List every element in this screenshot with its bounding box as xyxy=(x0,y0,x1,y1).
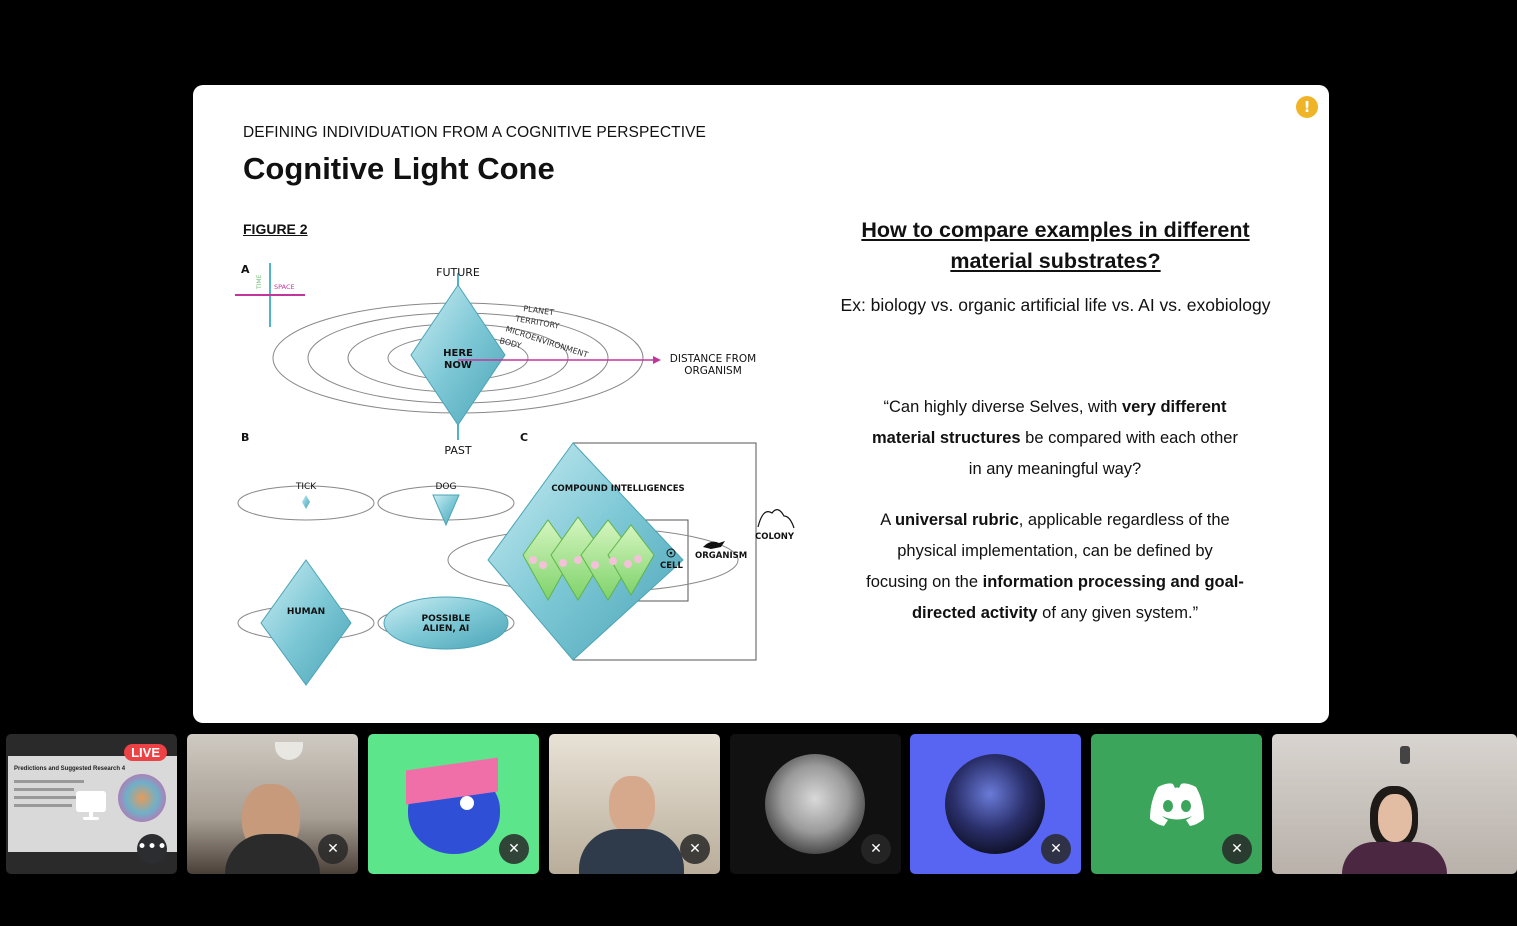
participant-avatar xyxy=(945,754,1045,854)
past-label: PAST xyxy=(444,444,471,457)
mute-icon: ✕ xyxy=(1222,834,1252,864)
distance-label-2: ORGANISM xyxy=(684,365,742,377)
slide-right-column: How to compare examples in different mat… xyxy=(803,85,1308,723)
light-cone-figure: A TIME SPACE PLANET TERRITORY MICROENVIR… xyxy=(235,263,795,686)
colony-label: COLONY xyxy=(755,532,795,542)
shared-screen: ! DEFINING INDIVIDUATION FROM A COGNITIV… xyxy=(193,85,1329,723)
quote-paragraph-2: A universal rubric, applicable regardles… xyxy=(866,510,1244,623)
panel-a-label: A xyxy=(241,263,250,276)
now-label: NOW xyxy=(444,360,472,371)
participant-tile-6[interactable]: ✕ xyxy=(910,734,1081,874)
alien-label-1: POSSIBLE xyxy=(422,614,471,624)
heading-line-1: How to compare examples in different xyxy=(861,218,1250,242)
compound-label: COMPOUND INTELLIGENCES xyxy=(551,484,684,494)
here-label: HERE xyxy=(443,348,473,359)
more-options-button[interactable]: ••• xyxy=(137,834,167,864)
body-label: BODY xyxy=(499,336,523,350)
participant-tile-2[interactable]: ✕ xyxy=(187,734,358,874)
panel-b-label: B xyxy=(241,431,249,444)
slide-question-heading: How to compare examples in different mat… xyxy=(803,215,1308,277)
organism-label: ORGANISM xyxy=(695,551,747,561)
stream-tile[interactable]: Predictions and Suggested Research 4 LIV… xyxy=(6,734,177,874)
panel-c-label: C xyxy=(520,431,528,444)
figure-label: FIGURE 2 xyxy=(243,221,308,237)
participant-face xyxy=(1378,794,1412,842)
colony-icon xyxy=(757,509,795,529)
slide-example: Ex: biology vs. organic artificial life … xyxy=(840,295,1271,315)
alien-ai-cone xyxy=(383,596,509,650)
mute-icon: ✕ xyxy=(499,834,529,864)
participant-tile-5[interactable]: ✕ xyxy=(730,734,901,874)
mute-icon: ✕ xyxy=(1041,834,1071,864)
planet-label: PLANET xyxy=(523,304,555,317)
tick-label: TICK xyxy=(295,482,317,492)
participant-tile-3[interactable]: ✕ xyxy=(368,734,539,874)
stream-preview-title: Predictions and Suggested Research 4 xyxy=(14,766,126,772)
mute-icon: ✕ xyxy=(861,834,891,864)
dog-label: DOG xyxy=(436,482,457,492)
live-badge: LIVE xyxy=(124,744,167,761)
mute-icon: ✕ xyxy=(680,834,710,864)
warning-icon[interactable]: ! xyxy=(1296,96,1318,118)
here-now-cone xyxy=(410,284,506,426)
participant-tile-7[interactable]: ✕ xyxy=(1091,734,1262,874)
slide-quote: “Can highly diverse Selves, with very di… xyxy=(865,392,1245,629)
time-label: TIME xyxy=(256,274,263,290)
participant-tile-8[interactable] xyxy=(1272,734,1517,874)
human-cone xyxy=(260,559,352,686)
slide-title: Cognitive Light Cone xyxy=(243,151,555,186)
participant-face xyxy=(609,776,655,834)
space-label: SPACE xyxy=(274,283,295,291)
participant-avatar xyxy=(765,754,865,854)
human-label: HUMAN xyxy=(287,607,325,617)
future-label: FUTURE xyxy=(436,266,480,279)
mute-icon: ✕ xyxy=(318,834,348,864)
cell-label: CELL xyxy=(660,561,683,571)
participant-strip: Predictions and Suggested Research 4 LIV… xyxy=(6,734,1517,874)
discord-logo-icon xyxy=(1150,783,1204,826)
slide-kicker: DEFINING INDIVIDUATION FROM A COGNITIVE … xyxy=(243,124,706,141)
participant-tile-4[interactable]: ✕ xyxy=(549,734,720,874)
heading-line-2: material substrates? xyxy=(950,249,1161,273)
screen-share-icon xyxy=(76,791,106,820)
quote-paragraph-1: “Can highly diverse Selves, with very di… xyxy=(872,398,1238,479)
distance-label-1: DISTANCE FROM xyxy=(670,353,756,365)
alien-label-2: ALIEN, AI xyxy=(423,624,470,634)
ant-icon xyxy=(703,541,725,549)
